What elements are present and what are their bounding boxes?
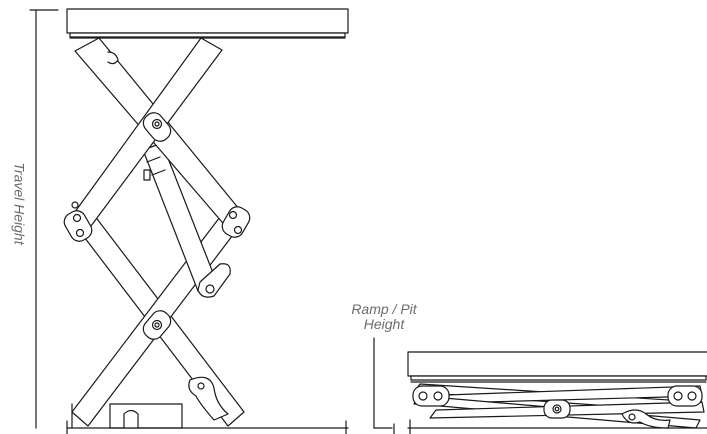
lowered-platform — [407, 351, 707, 377]
pivot-plate-right — [221, 206, 251, 238]
lowered-pivot-left — [412, 385, 450, 407]
pivot-plate-upper — [142, 112, 172, 142]
ramp-pit-dimension — [373, 337, 395, 434]
lowered-pivot-right — [667, 385, 703, 407]
lowered-pivot-center — [543, 399, 571, 419]
pivot-plate-lower — [142, 310, 172, 340]
raised-lift — [63, 8, 349, 434]
ramp-pit-label-line2: Height — [363, 316, 405, 332]
ramp-pit-height-label: Ramp / Pit Height — [334, 302, 434, 332]
raised-platform — [66, 8, 349, 34]
lowered-lift — [407, 351, 707, 434]
travel-height-label: Travel Height — [11, 162, 28, 245]
raised-base-box — [109, 403, 183, 429]
pivot-plate-left — [63, 201, 93, 242]
travel-height-dimension — [29, 9, 59, 429]
ramp-pit-label-line1: Ramp / Pit — [351, 301, 417, 317]
